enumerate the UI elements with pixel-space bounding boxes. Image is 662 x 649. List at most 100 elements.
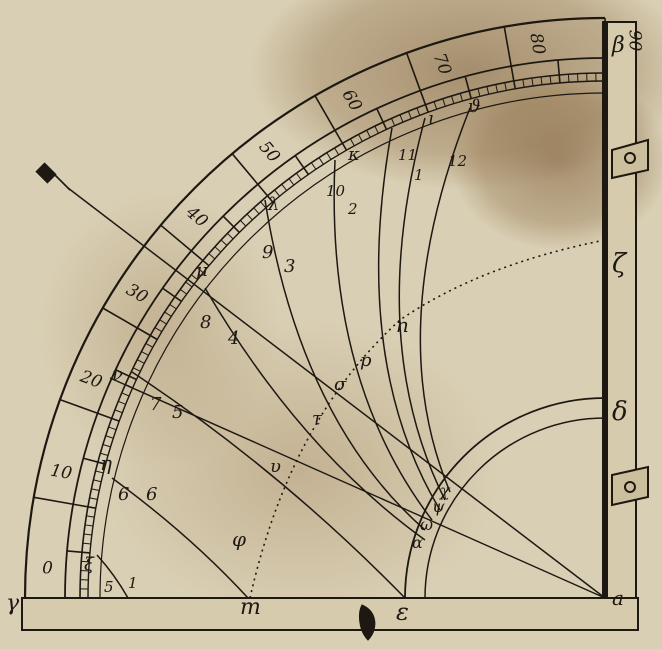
degree-tick	[105, 435, 114, 439]
label-gamma: γ	[6, 591, 20, 616]
degree-tick	[376, 108, 388, 130]
label-divider	[33, 496, 74, 506]
degree-tick	[239, 219, 247, 227]
degree-tick	[208, 253, 216, 260]
degree-tick	[214, 246, 222, 253]
hour-left-5: 5	[104, 578, 114, 596]
dotted-arc	[249, 239, 606, 599]
label-iota: ι	[428, 108, 435, 129]
inner-arc-large	[404, 397, 606, 599]
tack-mark	[359, 604, 376, 641]
degree-tick	[145, 343, 154, 348]
degree-tick	[557, 59, 561, 84]
degree-label: 0	[42, 559, 53, 579]
hour-left-10: 10	[326, 182, 346, 200]
hour-left-7: 7	[150, 394, 162, 415]
label-alpha: α	[412, 533, 423, 552]
degree-tick	[288, 178, 295, 186]
degree-tick	[419, 90, 429, 113]
degree-tick	[522, 79, 525, 88]
label-tau: τ	[312, 408, 323, 429]
label-psi: ψ	[432, 497, 445, 516]
label-delta: δ	[612, 397, 628, 427]
hour-left-12: 12	[448, 152, 467, 170]
label-n: n	[396, 313, 409, 337]
degree-tick	[164, 311, 172, 317]
degree-tick	[82, 542, 91, 545]
hour-right-2: 2	[347, 200, 358, 218]
label-mu: μ	[196, 260, 208, 281]
degree-tick	[442, 98, 446, 107]
label-epsilon: ε	[396, 598, 409, 626]
degree-tick	[86, 515, 95, 518]
degree-tick	[253, 207, 260, 215]
degree-tick	[159, 319, 167, 325]
degree-tick	[451, 95, 455, 104]
degree-tick	[179, 289, 188, 295]
hour-left-9: 9	[262, 242, 273, 263]
degree-tick	[504, 82, 507, 91]
hour-curve	[96, 554, 129, 599]
label-eta: η	[100, 451, 112, 475]
degree-tick	[85, 524, 94, 527]
degree-ticks	[25, 18, 606, 599]
degree-tick	[464, 76, 472, 99]
degree-tick	[196, 267, 204, 274]
inner-arc-small	[424, 417, 606, 599]
degree-tick	[296, 172, 302, 181]
lower-sight-vane	[611, 465, 649, 507]
degree-tick	[486, 86, 490, 95]
hour-right-3: 3	[284, 256, 295, 277]
degree-tick	[318, 157, 324, 165]
degree-tick	[366, 129, 371, 138]
degree-tick	[399, 114, 404, 123]
degree-tick	[220, 239, 228, 246]
degree-tick	[89, 497, 98, 500]
label-kappa: κ	[347, 144, 360, 165]
degree-tick	[222, 215, 240, 233]
degree-tick	[540, 76, 543, 85]
degree-tick	[246, 213, 253, 221]
label-chi: χ	[439, 481, 451, 500]
degree-tick	[407, 111, 412, 119]
hour-curve	[111, 477, 249, 599]
degree-tick	[311, 162, 317, 170]
label-m: m	[240, 595, 261, 620]
degree-tick	[226, 232, 234, 240]
label-divider	[405, 52, 422, 91]
degree-tick	[531, 78, 534, 87]
degree-tick	[257, 183, 274, 203]
degree-label: 80	[525, 32, 548, 57]
degree-tick	[350, 138, 355, 147]
label-xi: ξ	[84, 554, 95, 575]
degree-label: 10	[49, 461, 74, 484]
degree-tick	[132, 367, 141, 372]
degree-tick	[374, 125, 379, 134]
degree-tick	[141, 351, 149, 356]
hour-left-8: 8	[200, 312, 211, 333]
degree-tick	[118, 400, 126, 405]
degree-tick	[495, 84, 498, 93]
hour-curve	[377, 127, 441, 511]
degree-tick	[459, 93, 463, 102]
degree-tick	[190, 250, 210, 267]
degree-tick	[93, 479, 102, 483]
label-divider	[59, 398, 98, 415]
label-divider	[231, 153, 259, 185]
label-a: a	[612, 586, 624, 610]
degree-tick	[136, 327, 158, 341]
degree-tick	[274, 189, 281, 197]
hour-curve	[398, 117, 446, 501]
label-phi: φ	[232, 527, 246, 551]
label-divider	[314, 95, 336, 131]
hour-right-5: 5	[172, 402, 183, 423]
degree-tick	[108, 426, 117, 431]
degree-tick	[169, 304, 177, 310]
degree-label: 90	[624, 30, 644, 52]
base-bar	[21, 597, 639, 631]
water-stain	[40, 190, 280, 470]
degree-tick	[125, 384, 133, 389]
degree-tick	[416, 107, 421, 116]
label-beta: β	[611, 33, 625, 58]
degree-tick	[83, 457, 106, 465]
